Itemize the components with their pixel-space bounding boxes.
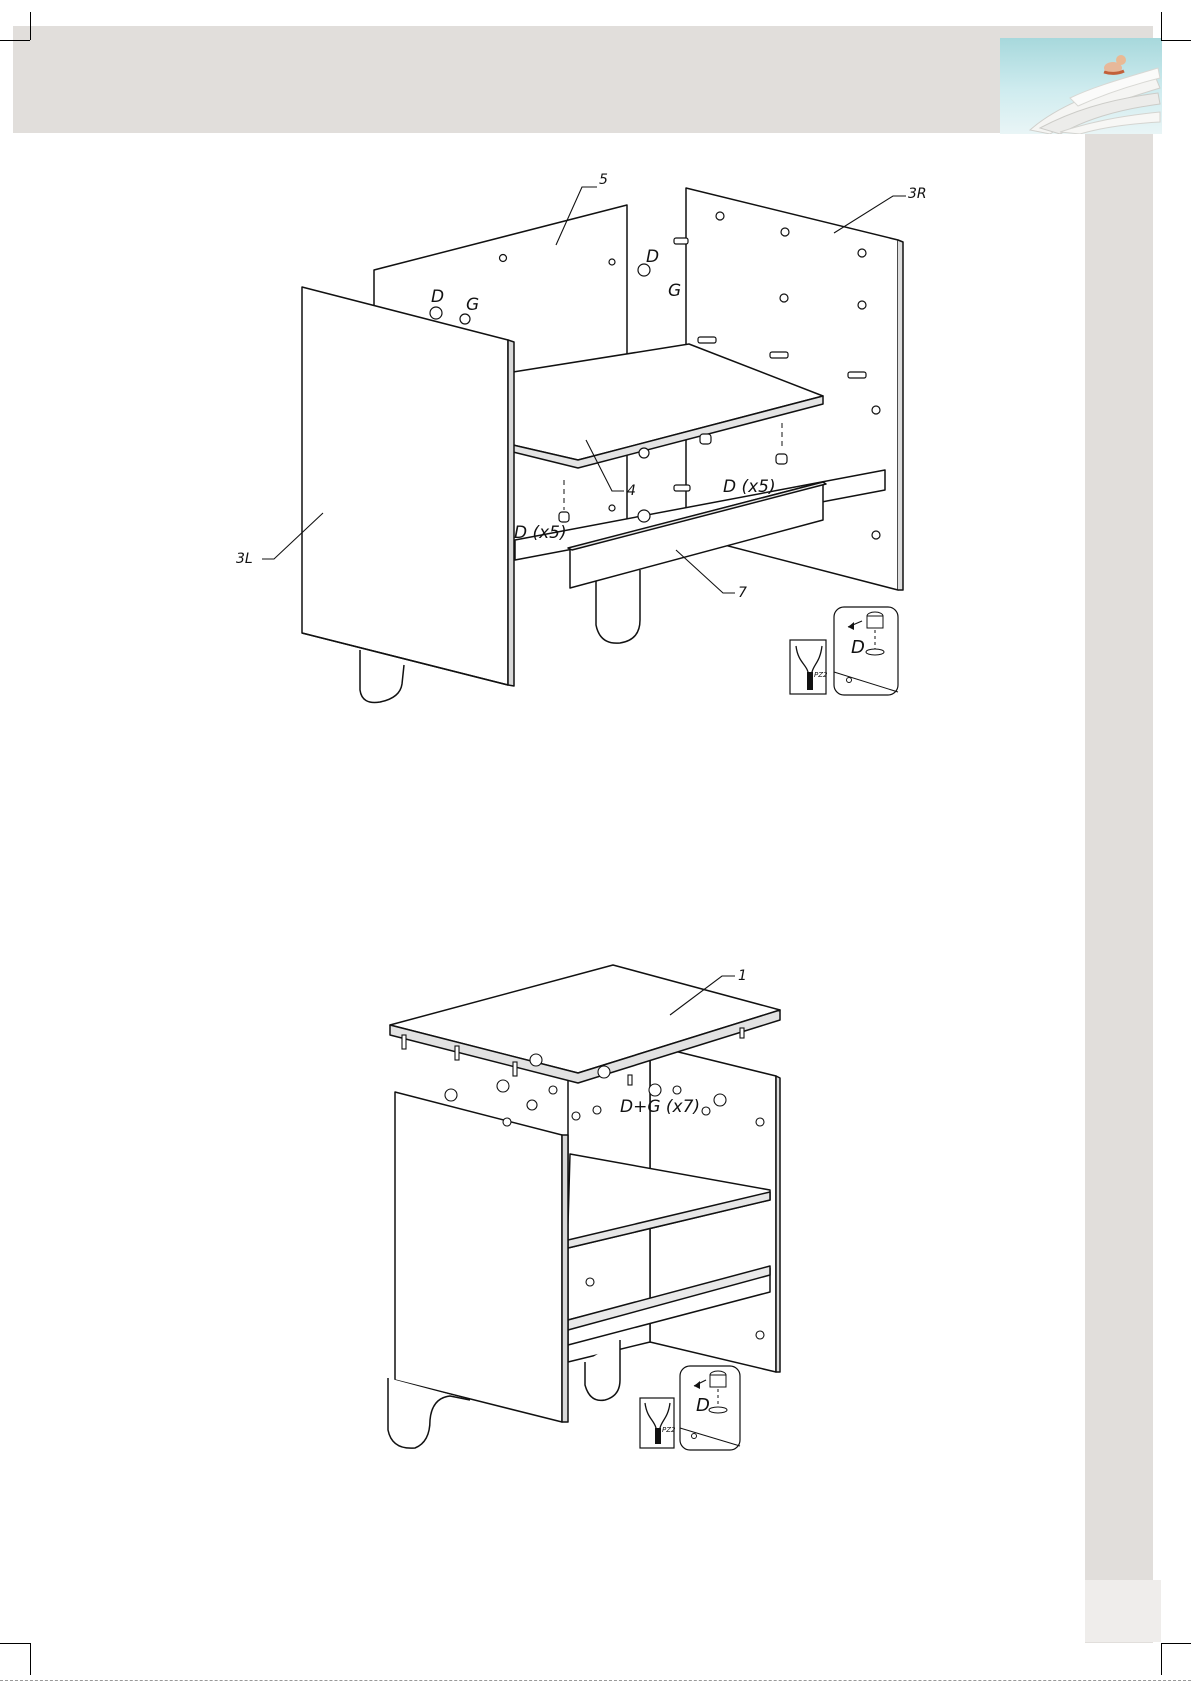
crop-mark (0, 1643, 30, 1644)
label-g-left: G (466, 295, 479, 315)
label-d-right: D (646, 247, 659, 267)
top-panel-1 (390, 965, 780, 1073)
screwdriver-pz2-icon: PZ2 (790, 640, 828, 694)
label-part-5: 5 (599, 172, 608, 188)
label-d-left: D (431, 287, 444, 307)
step1-diagram: 5 3R 3L 4 7 D G D G D (x5) D (x5) PZ2 D (0, 0, 1191, 720)
svg-text:D: D (696, 1395, 710, 1416)
label-part-7: 7 (738, 585, 747, 601)
label-d-g-x7: D+G (x7) (620, 1097, 700, 1117)
cam-lock-detail-icon: D (680, 1366, 740, 1450)
crop-mark (1161, 1643, 1191, 1644)
crop-mark (30, 1643, 31, 1675)
label-g-right: G (668, 281, 681, 301)
svg-text:PZ2: PZ2 (814, 671, 828, 679)
label-part-4: 4 (627, 483, 636, 499)
crop-mark (1161, 1643, 1162, 1675)
step2-diagram: 1 D+G (x7) PZ2 D (0, 940, 1191, 1460)
label-part-1: 1 (738, 968, 747, 984)
cam-lock-detail-icon: D (834, 607, 898, 695)
label-part-3l: 3L (236, 551, 253, 567)
label-d-x5-right: D (x5) (723, 477, 776, 497)
label-d-x5-left: D (x5) (514, 523, 567, 543)
page-number-tab (1085, 1580, 1161, 1642)
label-part-3r: 3R (908, 186, 927, 202)
svg-text:D: D (851, 637, 865, 658)
side-panel-3l (302, 287, 508, 685)
svg-text:PZ2: PZ2 (662, 1426, 676, 1434)
bottom-trim-line (0, 1680, 1191, 1681)
screwdriver-pz2-icon: PZ2 (640, 1398, 676, 1448)
